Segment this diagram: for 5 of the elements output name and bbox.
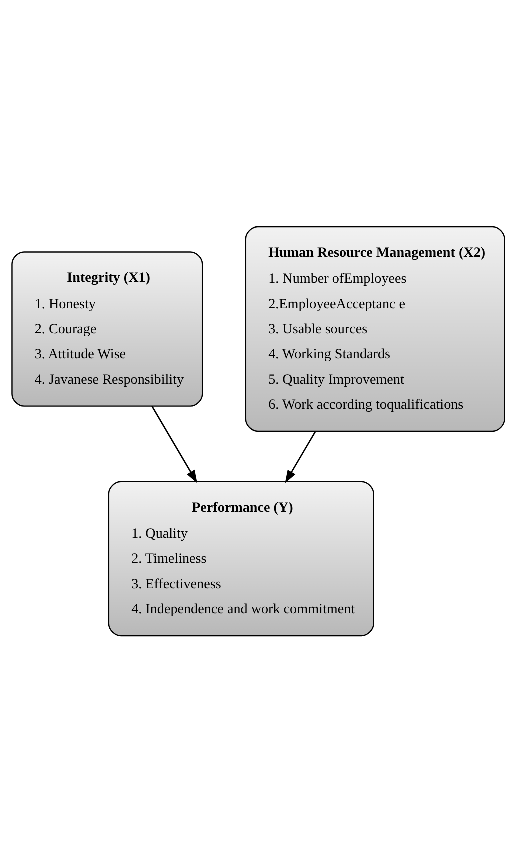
- node-box: Performance (Y) 1. Quality 2. Timeliness 3. Effectiveness 4. Independence and work commitment: [108, 481, 374, 637]
- arrow: [285, 431, 316, 484]
- arrow: [152, 406, 198, 484]
- node-box: Human Resource Management (X2) 1. Number ofEmployees 2.EmployeeAcceptanc e 3. Usable sources 4. Working Standards 5. Quality Improvement 6. Work according toqualifications: [245, 226, 506, 432]
- node-box: Integrity (X1) 1. Honesty 2. Courage 3. Attitude Wise 4. Javanese Responsibility: [12, 252, 204, 407]
